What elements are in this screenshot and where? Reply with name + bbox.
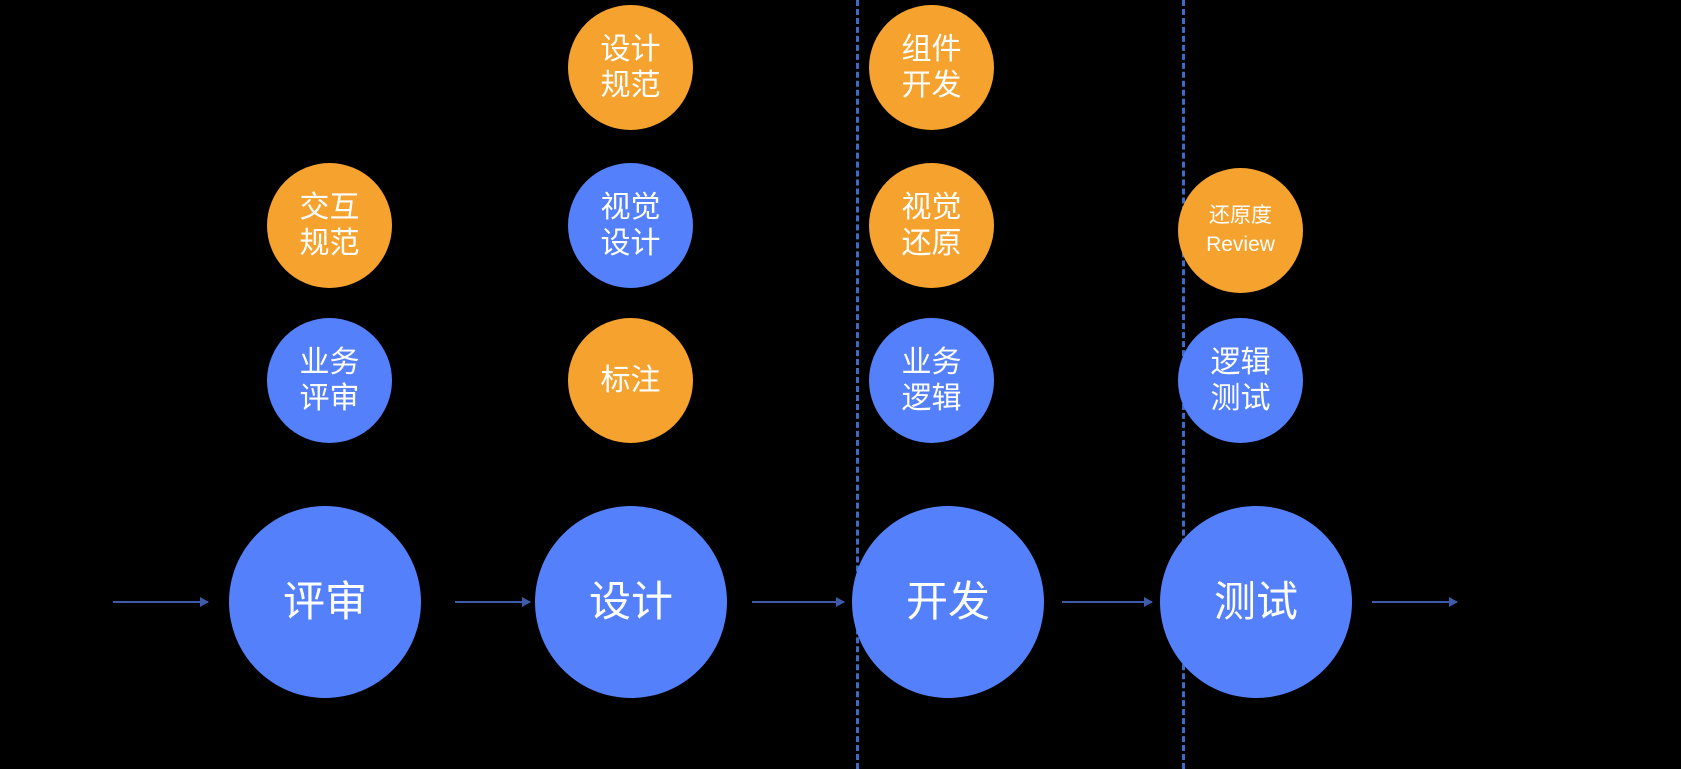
stage-label: 设计	[588, 578, 673, 626]
task-bubble-restoration-review[interactable]: 还原度 Review	[1178, 168, 1303, 293]
task-line-1: 视觉	[901, 191, 962, 225]
flow-arrow-develop-to-test	[1062, 597, 1153, 607]
task-line-2: 评审	[299, 381, 360, 415]
stage-circle-test[interactable]: 测试	[1160, 506, 1352, 698]
task-line-1: 业务	[901, 346, 962, 380]
task-bubble-visual-restoration[interactable]: 视觉 还原	[869, 163, 994, 288]
task-line-1: 逻辑	[1210, 346, 1271, 380]
task-bubble-interaction-spec[interactable]: 交互 规范	[267, 163, 392, 288]
task-bubble-component-development[interactable]: 组件 开发	[869, 5, 994, 130]
flow-arrow-into-review	[113, 597, 209, 607]
stage-label: 评审	[282, 578, 367, 626]
task-line-2: 逻辑	[901, 381, 962, 415]
task-line-1: 设计	[600, 33, 661, 67]
task-bubble-business-review[interactable]: 业务 评审	[267, 318, 392, 443]
stage-circle-develop[interactable]: 开发	[852, 506, 1044, 698]
task-line-1: 还原度	[1209, 204, 1272, 228]
task-line-1: 组件	[901, 33, 962, 67]
stage-label: 开发	[905, 578, 990, 626]
flow-arrow-review-to-design	[455, 597, 531, 607]
task-bubble-business-logic[interactable]: 业务 逻辑	[869, 318, 994, 443]
task-line-1: 业务	[299, 346, 360, 380]
task-bubble-visual-design[interactable]: 视觉 设计	[568, 163, 693, 288]
phase-divider-design-develop	[856, 0, 859, 769]
task-bubble-annotation[interactable]: 标注	[568, 318, 693, 443]
task-line-2: 测试	[1210, 381, 1271, 415]
task-bubble-design-spec[interactable]: 设计 规范	[568, 5, 693, 130]
task-line-1: 交互	[299, 191, 360, 225]
flow-arrow-out-of-test	[1372, 597, 1458, 607]
task-bubble-logic-test[interactable]: 逻辑 测试	[1178, 318, 1303, 443]
flow-arrow-design-to-develop	[752, 597, 845, 607]
task-line-1: 视觉	[600, 191, 661, 225]
stage-circle-review[interactable]: 评审	[229, 506, 421, 698]
task-line-2: 规范	[600, 68, 661, 102]
task-line-2: 设计	[600, 226, 661, 260]
task-line-2: 规范	[299, 226, 360, 260]
task-line-2: 开发	[901, 68, 962, 102]
task-line-1: 标注	[600, 363, 661, 397]
task-line-2: 还原	[901, 226, 962, 260]
task-line-2: Review	[1206, 232, 1275, 256]
stage-circle-design[interactable]: 设计	[535, 506, 727, 698]
stage-label: 测试	[1213, 578, 1298, 626]
